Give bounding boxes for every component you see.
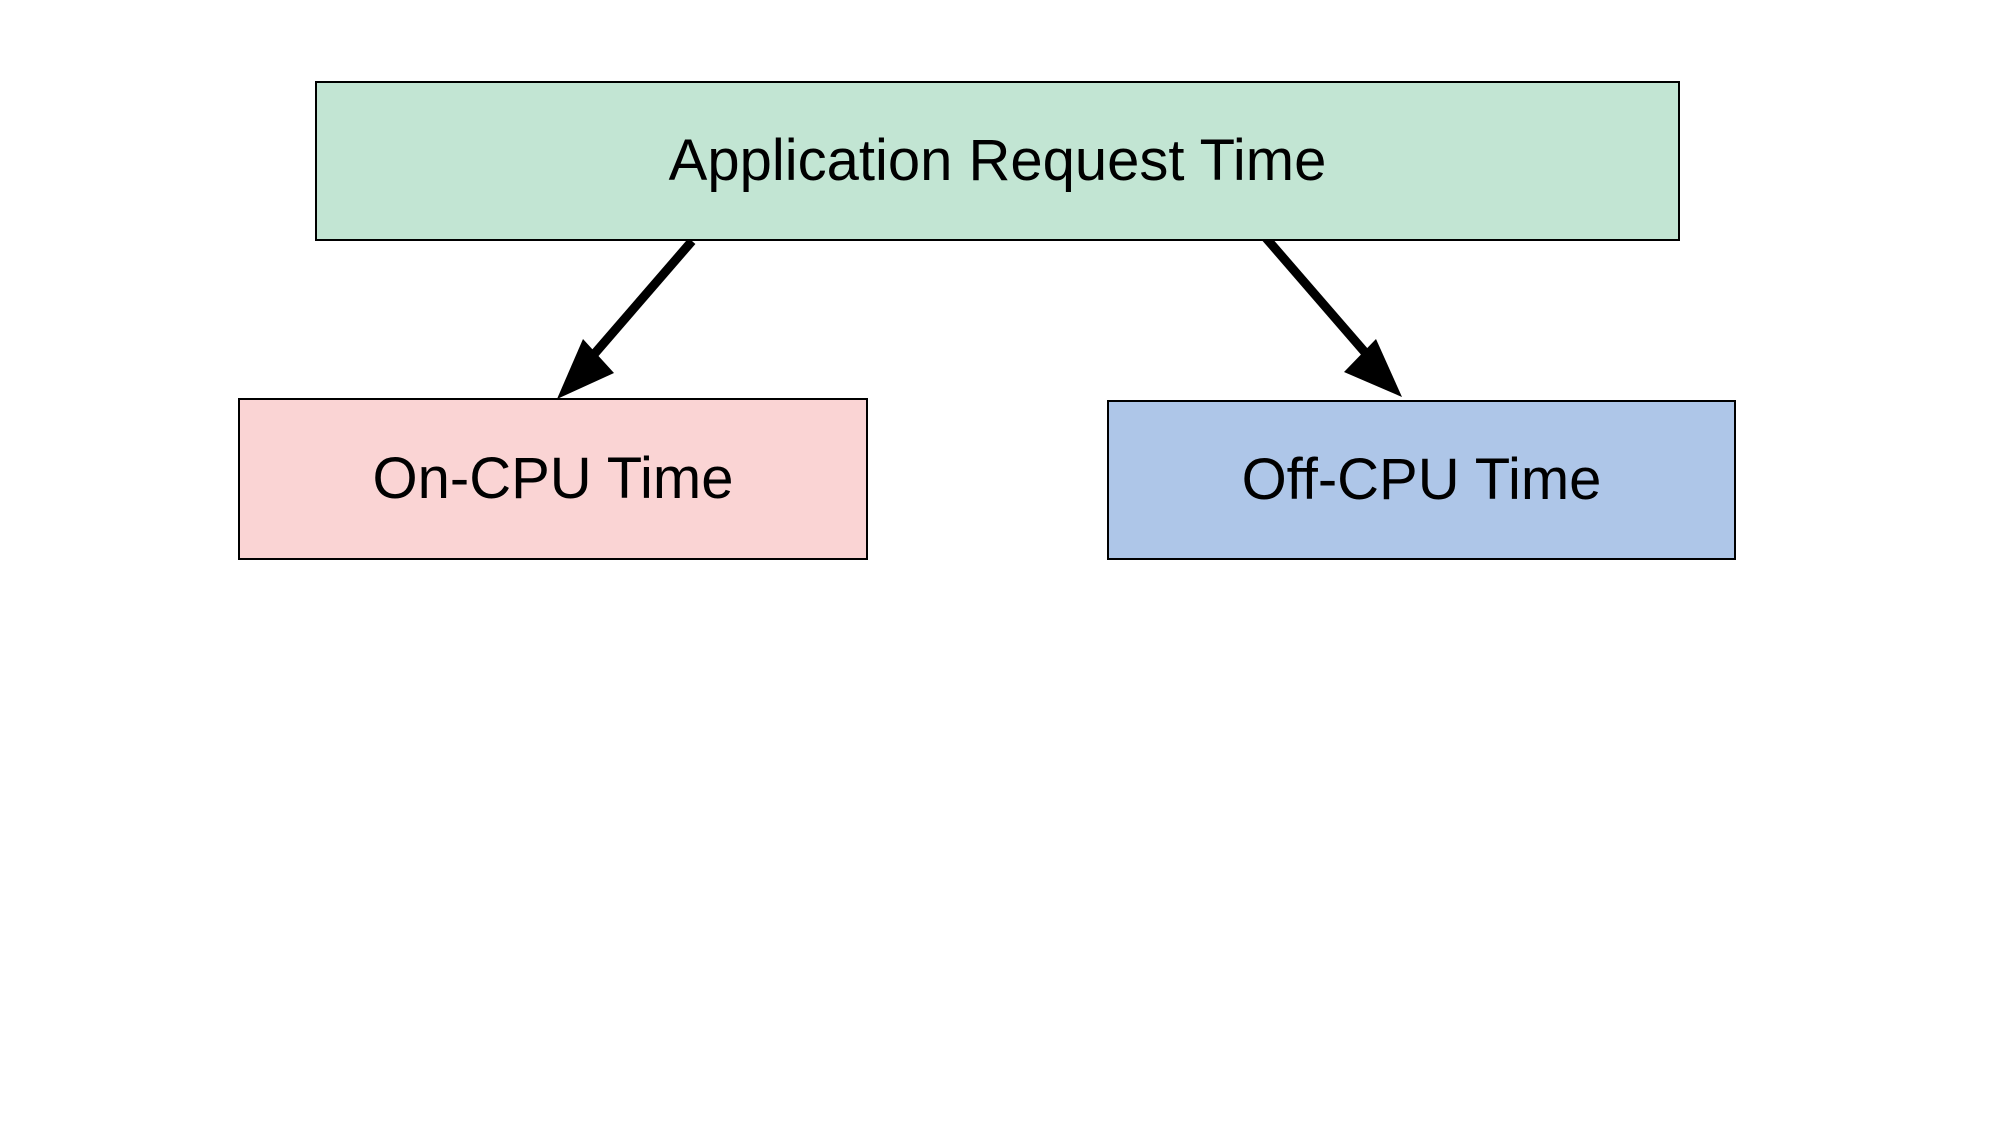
- edge-root-to-off-cpu-arrowhead: [1344, 339, 1402, 397]
- node-application-request-time[interactable]: Application Request Time: [315, 81, 1680, 241]
- node-on-cpu-label: On-CPU Time: [372, 446, 734, 511]
- node-off-cpu-label: Off-CPU Time: [1241, 447, 1602, 512]
- node-on-cpu-time[interactable]: On-CPU Time: [238, 398, 868, 560]
- edge-root-to-on-cpu-line: [573, 238, 696, 377]
- edge-root-to-off-cpu-line: [1262, 235, 1386, 375]
- node-root-label: Application Request Time: [668, 128, 1327, 193]
- edge-root-to-on-cpu: [557, 238, 696, 399]
- edge-root-to-on-cpu-arrowhead: [557, 339, 614, 399]
- node-off-cpu-time[interactable]: Off-CPU Time: [1107, 400, 1736, 560]
- edge-root-to-off-cpu: [1262, 235, 1402, 397]
